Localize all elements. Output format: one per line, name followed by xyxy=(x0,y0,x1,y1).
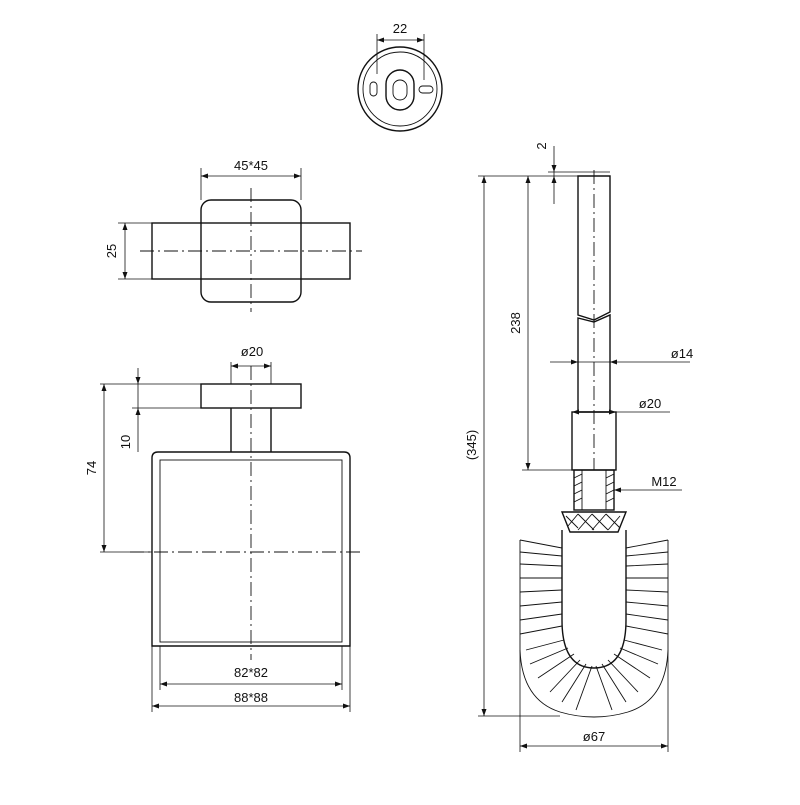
hole-spacing-label: 22 xyxy=(393,21,407,36)
brush-diameter-label: ø67 xyxy=(583,729,605,744)
mounting-plate-view xyxy=(118,168,362,312)
handle-length-label: 238 xyxy=(508,312,523,334)
outer-width-label: 88*88 xyxy=(234,690,268,705)
collar-diameter-label: ø20 xyxy=(639,396,661,411)
plate-thickness-label: 25 xyxy=(104,244,119,258)
total-length-label: (345) xyxy=(464,430,479,460)
brush-side-view xyxy=(478,146,690,752)
neck-diameter-label: ø20 xyxy=(241,344,263,359)
handle-diameter-label: ø14 xyxy=(671,346,693,361)
neck-height-label: 10 xyxy=(118,435,133,449)
wall-plate-top-view xyxy=(357,34,443,132)
holder-height-label: 74 xyxy=(84,461,99,475)
end-gap-label: 2 xyxy=(534,142,549,149)
inner-width-label: 82*82 xyxy=(234,665,268,680)
holder-front-view xyxy=(100,362,362,712)
thread-label: M12 xyxy=(651,474,676,489)
plate-size-label: 45*45 xyxy=(234,158,268,173)
